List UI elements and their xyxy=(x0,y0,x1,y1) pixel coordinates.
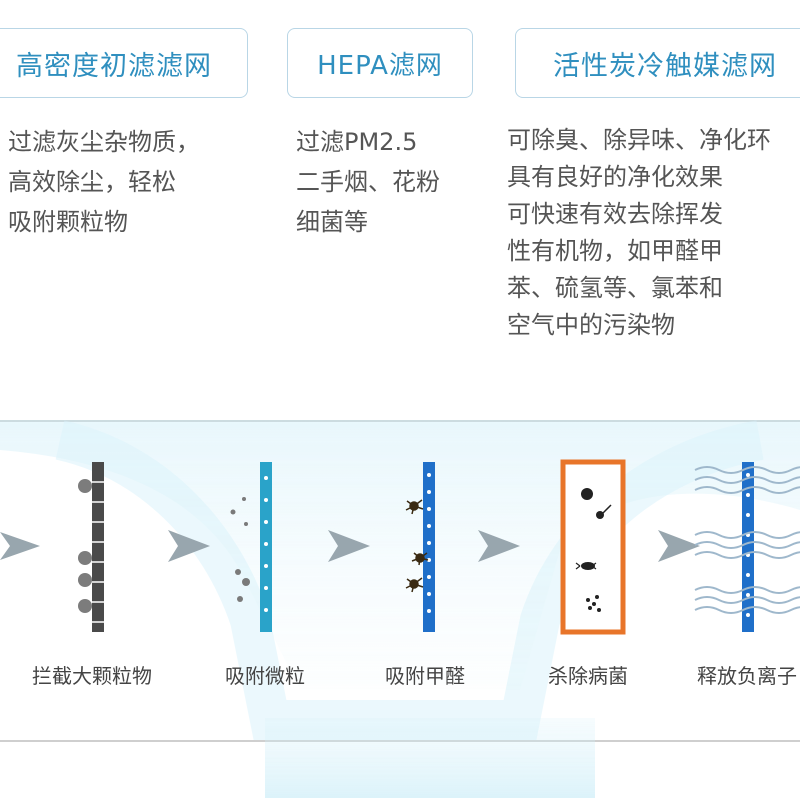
carbon-filter-bar-icon xyxy=(405,462,435,632)
arrow-icon xyxy=(328,530,370,562)
ionizer-bar-icon xyxy=(694,462,800,632)
coarse-filter-bar-icon xyxy=(78,462,104,632)
filter-tag-coarse: 高密度初滤滤网 xyxy=(0,28,248,98)
air-flow-glow xyxy=(0,420,800,798)
description-line: 苯、硫氢等、氯苯和 xyxy=(507,274,723,302)
description-line: 细菌等 xyxy=(296,208,368,236)
description-line: 可快速有效去除挥发 xyxy=(507,200,723,228)
filter-tag-carbon: 活性炭冷触媒滤网 xyxy=(515,28,800,98)
description-line: 二手烟、花粉 xyxy=(296,168,440,196)
step-label-adsorb-particles: 吸附微粒 xyxy=(225,664,305,688)
description-line: 过滤PM2.5 xyxy=(296,128,418,156)
step-label-sterilize: 杀除病菌 xyxy=(548,664,628,688)
arrow-icon xyxy=(478,530,520,562)
sterilizer-panel-icon xyxy=(560,459,626,635)
filter-tag-carbon-label: 活性炭冷触媒滤网 xyxy=(553,50,777,82)
purification-process-diagram: 拦截大颗粒物 吸附微粒 吸附甲醛 杀除病菌 释放负离子 xyxy=(0,420,800,798)
filter-description-carbon: 可除臭、除异味、净化环 具有良好的净化效果 可快速有效去除挥发 性有机物，如甲醛… xyxy=(507,122,771,344)
step-label-intercept: 拦截大颗粒物 xyxy=(32,664,152,688)
formaldehyde-particle-icon xyxy=(405,499,429,593)
bacteria-icon xyxy=(575,488,612,612)
description-line: 性有机物，如甲醛甲 xyxy=(507,237,723,265)
flow-arrows xyxy=(0,530,700,562)
description-line: 高效除尘，轻松 xyxy=(8,168,176,196)
description-line: 可除臭、除异味、净化环 xyxy=(507,126,771,154)
hepa-filter-bar-icon xyxy=(230,462,272,632)
filter-tag-hepa: HEPA滤网 xyxy=(287,28,473,98)
arrow-icon xyxy=(658,530,700,562)
description-line: 具有良好的净化效果 xyxy=(507,163,723,191)
negative-ion-wave-icon xyxy=(694,466,800,614)
step-label-adsorb-formaldehyde: 吸附甲醛 xyxy=(385,664,465,688)
description-line: 空气中的污染物 xyxy=(507,311,675,339)
filter-tag-coarse-label: 高密度初滤滤网 xyxy=(16,50,212,82)
filter-tag-hepa-label: HEPA滤网 xyxy=(317,50,443,81)
filter-description-coarse: 过滤灰尘杂物质， 高效除尘，轻松 吸附颗粒物 xyxy=(8,122,200,242)
filter-description-hepa: 过滤PM2.5 二手烟、花粉 细菌等 xyxy=(296,122,440,242)
arrow-icon xyxy=(0,532,40,560)
step-label-release-ions: 释放负离子 xyxy=(697,664,797,688)
description-line: 过滤灰尘杂物质， xyxy=(8,128,200,156)
process-illustration xyxy=(0,420,800,798)
arrow-icon xyxy=(168,530,210,562)
description-line: 吸附颗粒物 xyxy=(8,208,128,236)
